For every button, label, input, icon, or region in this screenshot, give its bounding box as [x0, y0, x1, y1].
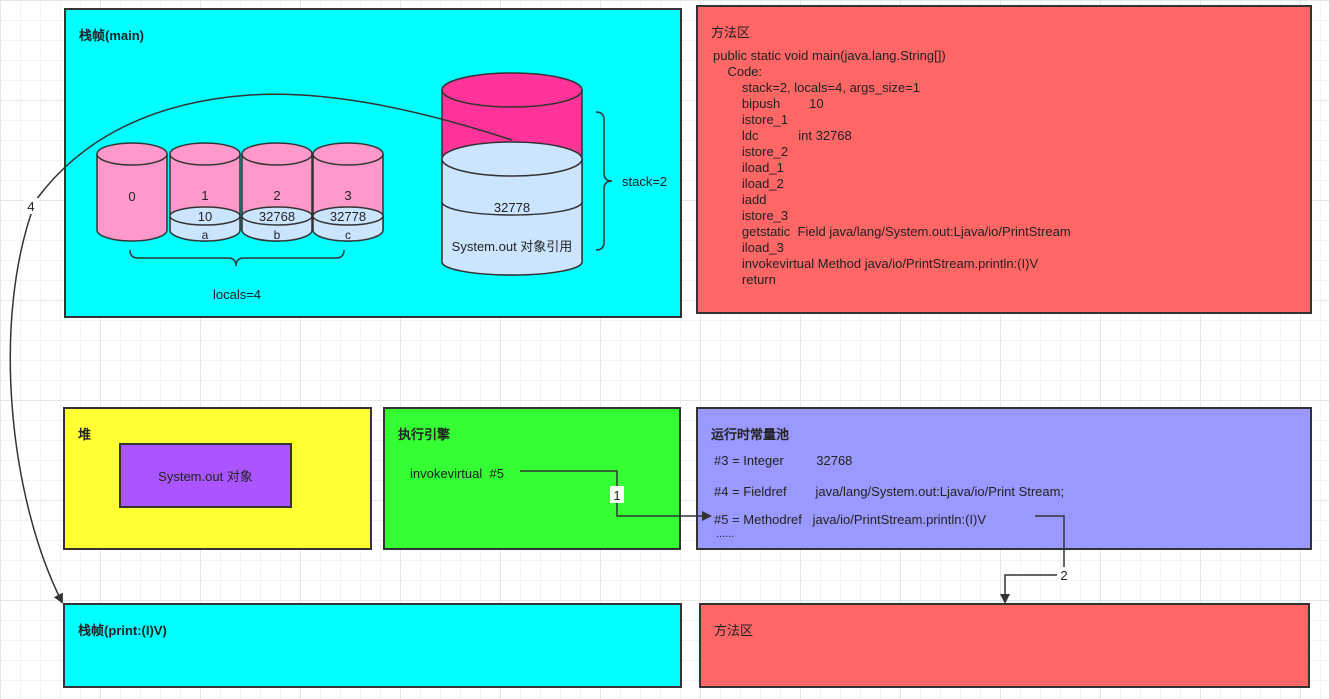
runtime-constant-pool: 运行时常量池 #3 = Integer 32768 #4 = Fieldref … [696, 407, 1312, 550]
pool-entry: ...... [716, 528, 735, 540]
stack-frame-print-title: 栈帧(print:(I)V) [78, 623, 167, 638]
bytecode-line: iload_2 [713, 176, 784, 191]
pool-entry: #4 = Fieldref java/lang/System.out:Ljava… [714, 484, 1065, 499]
arrow-2-label-bg [1057, 567, 1071, 584]
arrow-4-label: 4 [27, 199, 34, 214]
method-area-top: 方法区 public static void main(java.lang.St… [696, 5, 1312, 314]
method-area-top-title: 方法区 [711, 25, 751, 40]
method-area-bottom: 方法区 [699, 603, 1310, 688]
bytecode-line: stack=2, locals=4, args_size=1 [713, 80, 921, 95]
bytecode-line: istore_3 [713, 208, 789, 223]
bytecode-line: return [713, 272, 776, 287]
heap-area: 堆 System.out 对象 [63, 407, 372, 550]
bytecode-line: istore_2 [713, 144, 789, 159]
arrow-2-label: 2 [1060, 568, 1067, 583]
heap-title: 堆 [78, 427, 92, 442]
stack-frame-print: 栈帧(print:(I)V) [63, 603, 682, 688]
stack-frame-main: 栈帧(main) [64, 8, 682, 318]
pool-entry: #5 = Methodref java/io/PrintStream.print… [714, 512, 987, 527]
engine-instruction: invokevirtual #5 [410, 466, 504, 481]
bytecode-line: istore_1 [713, 112, 789, 127]
execution-engine: 执行引擎 invokevirtual #5 [383, 407, 681, 550]
stack-frame-main-title: 栈帧(main) [79, 28, 145, 43]
system-out-object: System.out 对象 [119, 443, 292, 508]
bytecode-line: invokevirtual Method java/io/PrintStream… [713, 256, 1039, 271]
arrow-4-label-bg [24, 198, 38, 214]
bytecode-line: Code: [713, 64, 763, 79]
method-area-bottom-title: 方法区 [714, 623, 754, 638]
bytecode-line: iload_1 [713, 160, 784, 175]
bytecode-line: iload_3 [713, 240, 784, 255]
pool-entry: #3 = Integer 32768 [714, 453, 853, 468]
bytecode-line: getstatic Field java/lang/System.out:Lja… [713, 224, 1071, 239]
bytecode-line: iadd [713, 192, 767, 207]
constant-pool-title: 运行时常量池 [711, 427, 790, 442]
bytecode-line: public static void main(java.lang.String… [713, 48, 946, 63]
bytecode-line: bipush 10 [713, 96, 824, 111]
execution-engine-title: 执行引擎 [398, 427, 451, 442]
bytecode-line: ldc int 32768 [713, 128, 852, 143]
